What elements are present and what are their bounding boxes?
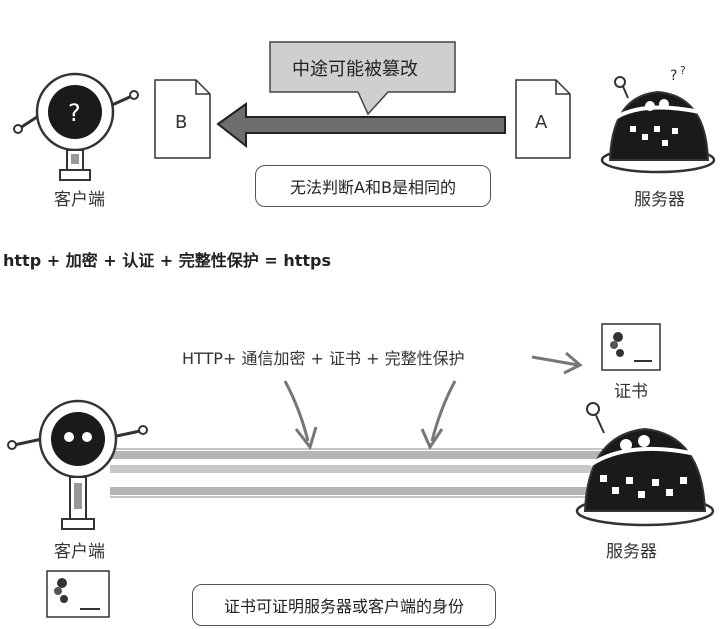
document-a-icon: [515, 79, 571, 159]
client-label-bottom: 客户端: [54, 542, 105, 562]
document-b-icon: [154, 79, 211, 159]
https-formula: http + 加密 + 认证 + 完整性保护 = https: [3, 251, 331, 270]
https-components-label: HTTP+ 通信加密 + 证书 + 完整性保护: [182, 349, 465, 368]
cert-label: 证书: [614, 382, 648, 402]
cannot-judge-box: 无法判断A和B是相同的: [255, 165, 491, 207]
tamper-bubble-shape: [269, 41, 456, 116]
bottom-diagram-graphics: [7, 323, 715, 618]
tunnel-arrows: [283, 351, 583, 451]
client-label-top: 客户端: [54, 190, 105, 210]
server-robot-icon: ? ?: [600, 64, 716, 174]
client-robot-icon: ?: [13, 72, 139, 181]
server-robot-icon-bottom: [575, 402, 715, 527]
svg-text:?: ?: [680, 64, 686, 77]
server-label-bottom: 服务器: [606, 542, 657, 562]
cert-caption-box: 证书可证明服务器或客户端的身份: [192, 584, 496, 626]
tamper-bubble-text: 中途可能被篡改: [292, 59, 418, 80]
svg-text:?: ?: [670, 68, 677, 84]
server-label-top: 服务器: [634, 190, 685, 210]
tamper-arrow: [216, 102, 506, 149]
top-diagram-graphics: ? ? ?: [13, 41, 716, 181]
certificate-icon: [601, 323, 661, 371]
svg-text:?: ?: [68, 99, 81, 127]
certificate-icon-client: [46, 570, 110, 618]
document-b-letter: B: [175, 112, 188, 133]
document-a-letter: A: [535, 112, 548, 133]
secure-tunnel: [110, 448, 610, 498]
client-robot-icon-bottom: [7, 399, 148, 530]
